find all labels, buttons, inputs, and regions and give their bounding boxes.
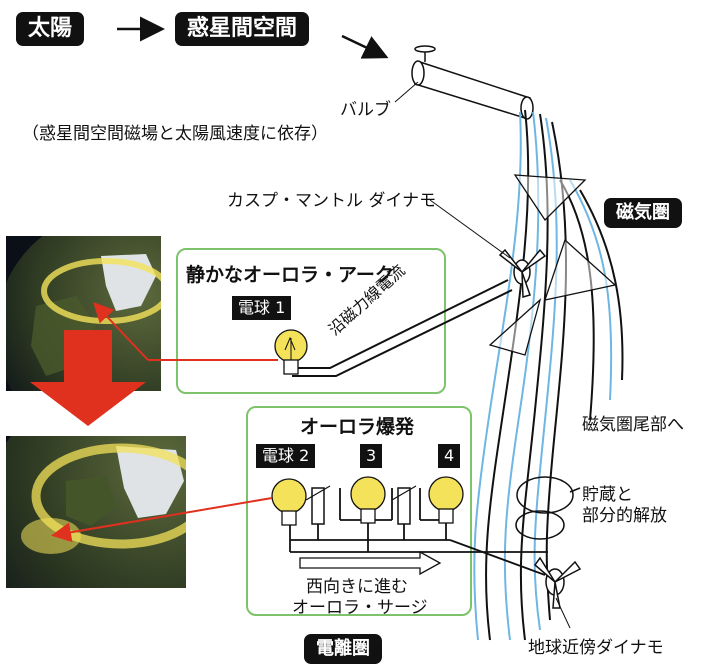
aurora-substorm-photo [6, 436, 186, 588]
lightbulb-icon-4 [428, 476, 464, 524]
transition-arrow [30, 330, 146, 426]
magnetosphere-label: 磁気圏 [604, 198, 682, 228]
near-earth-dynamo-label: 地球近傍ダイナモ [528, 638, 664, 658]
bulb4-label: 4 [438, 444, 461, 468]
cusp-dynamo-label: カスプ・マントル ダイナモ [227, 191, 437, 211]
valve-dependency-label: （惑星間空間磁場と太陽風速度に依存） [22, 124, 328, 144]
bulb3-label: 3 [360, 444, 383, 468]
surge-label-2: オーロラ・サージ [292, 598, 428, 618]
bulb1-label: 電球 1 [232, 296, 292, 320]
ionosphere-label: 電離圏 [304, 634, 382, 664]
substorm-title: オーロラ爆発 [300, 416, 415, 438]
quiet-arc-box [176, 248, 446, 394]
lightbulb-icon [274, 329, 308, 375]
tail-label: 磁気圏尾部へ [582, 415, 684, 435]
substorm-box [246, 406, 472, 616]
sun-label: 太陽 [16, 12, 85, 46]
near-earth-fan-icon [533, 556, 582, 609]
interplanetary-label: 惑星間空間 [175, 12, 310, 46]
valve-label: バルブ [340, 100, 391, 120]
field-frames [488, 174, 617, 356]
surge-arrow [299, 550, 442, 576]
fan-dynamo-icon [498, 248, 547, 298]
valve-pipe [411, 45, 534, 120]
lightbulb-icon-3 [350, 476, 386, 524]
bulb2-label: 電球 2 [256, 444, 316, 468]
surge-label-1: 西向きに進む [306, 577, 408, 597]
lightbulb-icon-2 [271, 478, 307, 526]
resistor-icon [311, 487, 411, 525]
storage-label-1: 貯蔵と [582, 485, 633, 505]
red-link-substorm [51, 497, 273, 543]
storage-label-2: 部分的解放 [582, 506, 667, 526]
storage-loops [515, 476, 581, 540]
quiet-arc-title: 静かなオーロラ・アーク [186, 264, 394, 286]
arrow-to-valve [341, 34, 389, 59]
